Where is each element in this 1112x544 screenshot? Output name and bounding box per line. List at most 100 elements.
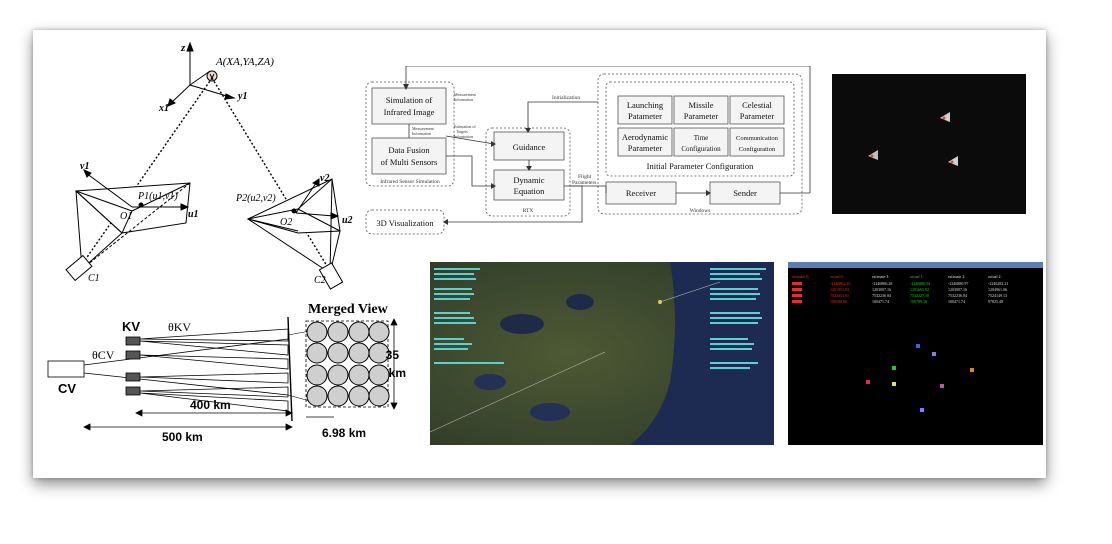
aerodynamic-l1: Aerodynamic xyxy=(622,132,668,142)
initialization-label: Initialization xyxy=(552,95,580,101)
tracking-cell: 1203007.16 xyxy=(872,287,891,292)
sensor-sim-group xyxy=(365,81,455,187)
comm-config-l1: Communication xyxy=(736,135,779,142)
tracking-cell: 1201665.92 xyxy=(910,287,929,292)
cam2-center-label: C2 xyxy=(314,275,326,286)
size-698-label: 6.98 km xyxy=(322,426,366,440)
tracking-cell: 7532227.18 xyxy=(910,293,929,298)
missile-l2: Parameter xyxy=(684,111,719,121)
data-fusion-l2: of Multi Sensors xyxy=(381,157,438,167)
merged-view-title: Merged View xyxy=(308,302,389,317)
tracking-cell: -2246862.35 xyxy=(830,281,850,286)
time-config-l2: Configuration xyxy=(681,145,721,153)
kv-merged-view-diagram: KV θKV θCV CV 400 km 500 km Merged View … xyxy=(47,302,406,444)
time-config-box xyxy=(673,127,729,157)
tracking-cell: -2246880.97 xyxy=(948,281,968,286)
guidance-label: Guidance xyxy=(513,142,546,152)
cam2-origin-label: O2 xyxy=(280,217,292,228)
row-marker xyxy=(792,300,802,303)
size-km-label: km xyxy=(389,366,406,380)
tracking-cell: 7522453.01 xyxy=(830,293,849,298)
tracking-cell: 7524149.13 xyxy=(988,293,1007,298)
hdr-estimate2: estimate 2: xyxy=(948,274,965,279)
hdr-actual1: actual 1: xyxy=(910,274,924,279)
cam2-v-label: v2 xyxy=(320,173,329,184)
meas-info2-l2: Information xyxy=(412,131,431,136)
celestial-l2: Parameter xyxy=(740,111,775,121)
guidance-box xyxy=(493,131,565,161)
merged-view-circles xyxy=(306,321,390,407)
sim-infrared-box xyxy=(371,87,447,125)
cam1-origin-label: O1 xyxy=(120,211,132,222)
tracking-cell: 100471.74 xyxy=(948,299,965,304)
tracking-cell: 1204961.06 xyxy=(988,287,1007,292)
data-fusion-l1: Data Fusion xyxy=(388,145,430,155)
launching-l2: Patameter xyxy=(628,111,662,121)
ir-targets xyxy=(868,112,958,166)
cam2-point-label: P2(u2,v2) xyxy=(235,193,276,204)
cv-camera xyxy=(47,360,85,378)
est-targets-l3: Information xyxy=(454,134,473,139)
kv-label: KV xyxy=(122,319,140,334)
sensor-sim-label: Infrared Sensor Simulation xyxy=(380,178,440,185)
sim-infrared-l1: Simulation of xyxy=(386,95,433,105)
theta-cv-label: θCV xyxy=(92,348,115,362)
celestial-l1: Celestial xyxy=(742,100,772,110)
row-marker xyxy=(792,282,802,285)
tracking-titlebar xyxy=(788,262,1043,268)
celestial-box xyxy=(729,95,785,125)
row-marker xyxy=(792,288,802,291)
time-config-l1: Time xyxy=(694,134,709,142)
stereo-geometry-diagram: A(XA,YA,ZA) z x1 y1 v1 P1(u1,v1) u1 O1 C… xyxy=(65,41,353,290)
system-architecture-diagram: Simulation of Infrared Image Data Fusion… xyxy=(365,66,811,235)
comm-config-box xyxy=(729,127,785,157)
flight-params-l2: Parameters xyxy=(572,180,596,186)
axis-z-label: z xyxy=(180,42,186,54)
tracking-cell: -2246866.28 xyxy=(872,281,892,286)
tracking-targets xyxy=(866,344,974,412)
aerodynamic-box xyxy=(617,127,673,157)
axis-x-label: x1 xyxy=(158,103,169,114)
target-label: A(XA,YA,ZA) xyxy=(215,56,274,68)
meas-info2-l1: Measurement xyxy=(412,126,435,131)
infrared-image xyxy=(832,74,1026,214)
tracking-table: estimate 0: actual 0: estimate 1: actual… xyxy=(792,274,1008,412)
tracking-cell: -2246880.94 xyxy=(910,281,930,286)
data-fusion-box xyxy=(371,137,447,175)
launching-box xyxy=(617,95,673,125)
aerodynamic-l2: Parameter xyxy=(628,143,663,153)
init-param-config-label: Initial Parameter Configuration xyxy=(647,161,754,171)
missile-l1: Missile xyxy=(688,100,713,110)
hdr-estimate0: estimate 0: xyxy=(792,274,809,279)
launching-l1: Launching xyxy=(627,100,664,110)
rtx-label: RTX xyxy=(523,208,534,214)
cam1-u-label: u1 xyxy=(188,209,199,220)
comm-config-l2: Configuration xyxy=(739,146,776,153)
hdr-actual0: actual 0: xyxy=(830,274,844,279)
est-targets-l1: Estimation of xyxy=(454,124,476,129)
axis-x xyxy=(170,84,191,104)
dynamic-eq-l2: Equation xyxy=(514,186,545,196)
tracking-cell: 7532236.84 xyxy=(872,293,891,298)
hdr-actual2: actual 2: xyxy=(988,274,1002,279)
windows-label: Windows xyxy=(690,208,711,214)
size-35-label: 35 xyxy=(386,348,400,362)
tracking-cell: 100471.74 xyxy=(872,299,889,304)
meas-info-l1: Measurement xyxy=(454,92,477,97)
cam1-point-label: P1(u1,v1) xyxy=(137,191,178,202)
tracking-window: estimate 0: actual 0: estimate 1: actual… xyxy=(788,262,1043,445)
earth-3d-visualization xyxy=(430,262,774,445)
hdr-estimate1: estimate 1: xyxy=(872,274,889,279)
tracking-cell: 7532236.84 xyxy=(948,293,967,298)
windows-group xyxy=(597,73,803,215)
merged-view-grid xyxy=(305,320,389,408)
axis-y xyxy=(189,84,231,98)
cam1-center-label: C1 xyxy=(88,273,100,284)
cv-label: CV xyxy=(58,381,76,396)
receiver-label: Receiver xyxy=(626,188,656,198)
dist-500-label: 500 km xyxy=(162,430,203,444)
flight-params-l1: Flight xyxy=(578,174,592,180)
tracking-cell: 1203007.16 xyxy=(948,287,967,292)
cam2-u-label: u2 xyxy=(342,215,353,226)
sender-label: Sender xyxy=(733,188,757,198)
